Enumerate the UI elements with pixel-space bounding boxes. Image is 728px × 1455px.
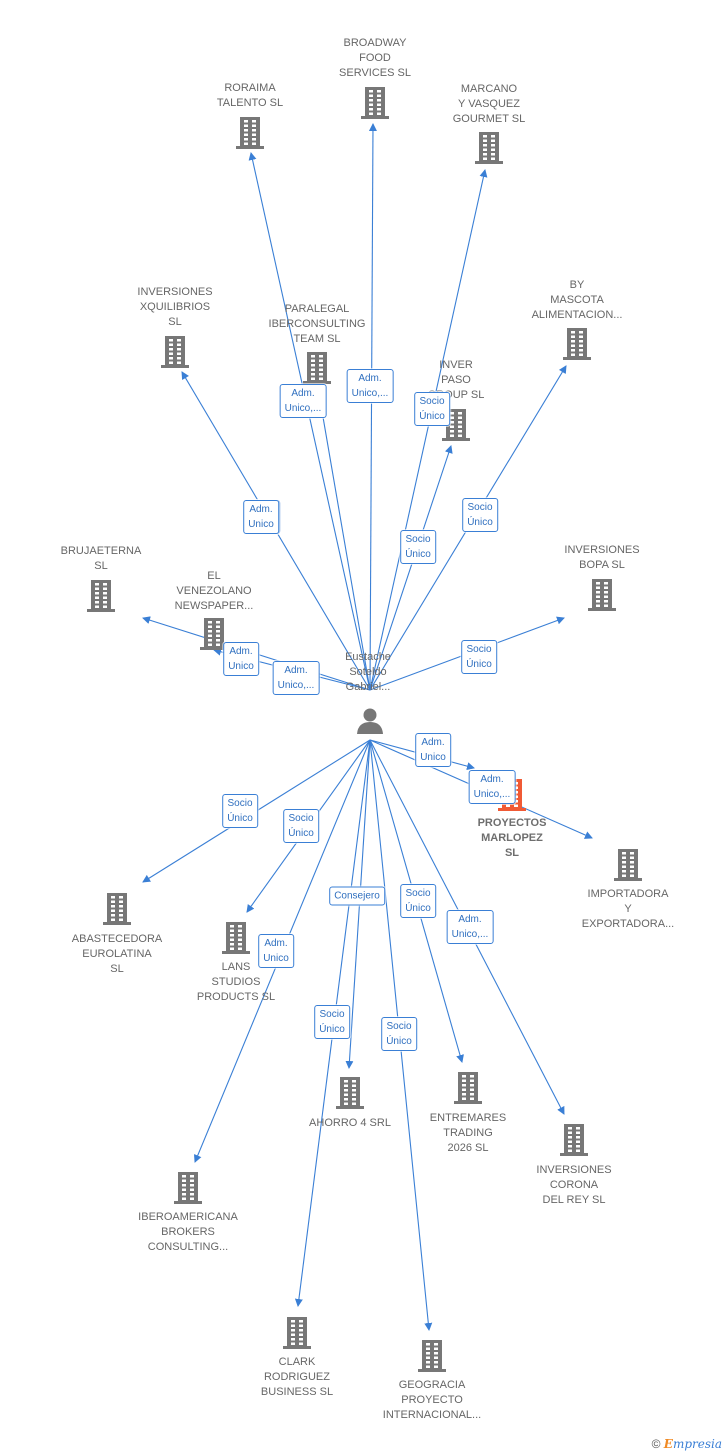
edge-label-marcano[interactable]: Socio Único xyxy=(414,392,450,426)
company-name[interactable]: GEOGRACIA PROYECTO INTERNACIONAL... xyxy=(382,1379,482,1421)
company-node-roraima[interactable]: RORAIMA TALENTO SL xyxy=(217,81,283,111)
edge-broadway xyxy=(368,123,377,691)
building-icon[interactable] xyxy=(454,1072,482,1104)
company-name[interactable]: ENTREMARES TRADING 2026 SL xyxy=(429,1112,507,1154)
person-icon[interactable] xyxy=(357,708,383,735)
company-name[interactable]: LANS STUDIOS PRODUCTS SL xyxy=(196,961,276,1003)
company-node-marcano[interactable]: MARCANO Y VASQUEZ GOURMET SL xyxy=(453,82,526,127)
company-node-bymascota[interactable]: BY MASCOTA ALIMENTACION... xyxy=(532,278,623,323)
company-name[interactable]: ABASTECEDORA EUROLATINA SL xyxy=(71,933,163,975)
edge-inverpaso xyxy=(369,445,453,691)
building-icon[interactable] xyxy=(200,618,228,650)
company-node-xquilibrios[interactable]: INVERSIONES XQUILIBRIOS SL xyxy=(137,285,212,330)
company-name[interactable]: IMPORTADORA Y EXPORTADORA... xyxy=(581,888,675,930)
edge-label-bopa[interactable]: Socio Único xyxy=(461,640,497,674)
company-node-bopa[interactable]: INVERSIONES BOPA SL xyxy=(564,543,639,573)
company-name[interactable]: BRUJAETERNA SL xyxy=(60,545,142,572)
building-icon[interactable] xyxy=(303,352,331,384)
building-icon[interactable] xyxy=(222,922,250,954)
building-icon[interactable] xyxy=(361,87,389,119)
building-icon[interactable] xyxy=(336,1077,364,1109)
edge-label-xquilibrios[interactable]: Adm. Unico xyxy=(243,500,279,534)
building-icon[interactable] xyxy=(614,849,642,881)
building-icon[interactable] xyxy=(283,1317,311,1349)
company-node-venezolano[interactable]: EL VENEZOLANO NEWSPAPER... xyxy=(175,569,254,614)
edge-label-brujaeterna[interactable]: Adm. Unico xyxy=(223,642,259,676)
edge-label-inverpaso[interactable]: Socio Único xyxy=(400,530,436,564)
edge-roraima xyxy=(248,152,371,691)
company-node-paralegal[interactable]: PARALEGAL IBERCONSULTING TEAM SL xyxy=(269,302,366,347)
edge-label-abastecedora[interactable]: Socio Único xyxy=(222,794,258,828)
company-name[interactable]: PROYECTOS MARLOPEZ SL xyxy=(477,817,547,859)
company-name[interactable]: INVERSIONES XQUILIBRIOS SL xyxy=(137,286,213,328)
edge-paralegal xyxy=(315,387,371,691)
company-name[interactable]: EL VENEZOLANO NEWSPAPER... xyxy=(174,570,254,612)
edge-label-venezolano[interactable]: Adm. Unico,... xyxy=(272,661,320,695)
copyright-symbol: © xyxy=(651,1437,661,1451)
edge-label-marlopez[interactable]: Adm. Unico xyxy=(415,733,451,767)
company-name[interactable]: PARALEGAL IBERCONSULTING TEAM SL xyxy=(268,303,366,345)
company-node-abastecedora[interactable]: ABASTECEDORA EUROLATINA SL xyxy=(72,932,162,977)
building-icon[interactable] xyxy=(87,580,115,612)
building-icon[interactable] xyxy=(588,579,616,611)
building-icon[interactable] xyxy=(560,1124,588,1156)
company-name[interactable]: RORAIMA TALENTO SL xyxy=(216,82,284,109)
company-node-lans[interactable]: LANS STUDIOS PRODUCTS SL xyxy=(197,960,275,1005)
company-name[interactable]: BROADWAY FOOD SERVICES SL xyxy=(339,37,411,79)
company-node-ahorro[interactable]: AHORRO 4 SRL xyxy=(309,1116,391,1131)
edge-label-importadora[interactable]: Adm. Unico,... xyxy=(468,770,516,804)
company-node-entremares[interactable]: ENTREMARES TRADING 2026 SL xyxy=(430,1111,506,1156)
company-node-importadora[interactable]: IMPORTADORA Y EXPORTADORA... xyxy=(582,887,675,932)
edge-label-bymascota[interactable]: Socio Único xyxy=(462,498,498,532)
company-name[interactable]: CLARK RODRIGUEZ BUSINESS SL xyxy=(260,1356,334,1398)
company-name[interactable]: BY MASCOTA ALIMENTACION... xyxy=(531,279,623,321)
company-node-iberoamericana[interactable]: IBEROAMERICANA BROKERS CONSULTING... xyxy=(138,1210,238,1255)
edge-label-entremares[interactable]: Socio Único xyxy=(400,884,436,918)
company-name[interactable]: INVERSIONES CORONA DEL REY SL xyxy=(536,1164,612,1206)
edge-label-broadway[interactable]: Adm. Unico,... xyxy=(346,369,394,403)
company-node-marlopez[interactable]: PROYECTOS MARLOPEZ SL xyxy=(478,816,547,861)
edge-marcano xyxy=(369,169,488,691)
edge-label-iberoamericana[interactable]: Adm. Unico xyxy=(258,934,294,968)
edge-label-geogracia[interactable]: Socio Único xyxy=(381,1017,417,1051)
company-name[interactable]: IBEROAMERICANA BROKERS CONSULTING... xyxy=(138,1211,238,1253)
company-name[interactable]: MARCANO Y VASQUEZ GOURMET SL xyxy=(452,83,526,125)
company-node-brujaeterna[interactable]: BRUJAETERNA SL xyxy=(61,544,142,574)
company-name[interactable]: AHORRO 4 SRL xyxy=(309,1117,391,1129)
edge-label-corona[interactable]: Adm. Unico,... xyxy=(446,910,494,944)
building-icon[interactable] xyxy=(475,132,503,164)
edge-label-clark[interactable]: Socio Único xyxy=(314,1005,350,1039)
person-name[interactable]: Eustache Soteldo Gabriel... xyxy=(345,651,391,693)
building-icon[interactable] xyxy=(418,1340,446,1372)
empresia-logo: Empresia xyxy=(663,1437,722,1451)
footer-brand[interactable]: © Empresia xyxy=(652,1437,722,1451)
company-node-corona[interactable]: INVERSIONES CORONA DEL REY SL xyxy=(536,1163,611,1208)
building-icon[interactable] xyxy=(103,893,131,925)
edge-label-lans[interactable]: Socio Único xyxy=(283,809,319,843)
building-icon[interactable] xyxy=(442,409,470,441)
building-icon[interactable] xyxy=(563,328,591,360)
company-node-broadway[interactable]: BROADWAY FOOD SERVICES SL xyxy=(339,36,411,81)
company-name[interactable]: INVERSIONES BOPA SL xyxy=(564,544,640,571)
edge-label-ahorro[interactable]: Consejero xyxy=(329,886,385,906)
company-node-geogracia[interactable]: GEOGRACIA PROYECTO INTERNACIONAL... xyxy=(383,1378,481,1423)
building-icon[interactable] xyxy=(174,1172,202,1204)
edge-label-paralegal[interactable]: Adm. Unico,... xyxy=(279,384,327,418)
building-icon[interactable] xyxy=(161,336,189,368)
company-node-clark[interactable]: CLARK RODRIGUEZ BUSINESS SL xyxy=(261,1355,333,1400)
building-icon[interactable] xyxy=(236,117,264,149)
